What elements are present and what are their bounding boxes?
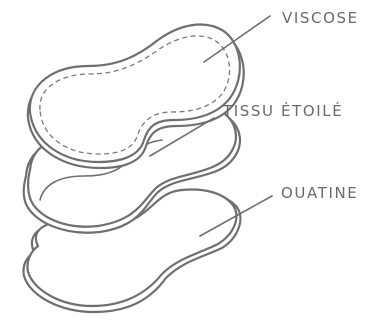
tissu-etoile-label: TISSU ÉTOILÉ	[222, 101, 343, 120]
ouatine-label: OUATINE	[281, 184, 358, 202]
viscose-label: VISCOSE	[282, 9, 359, 27]
